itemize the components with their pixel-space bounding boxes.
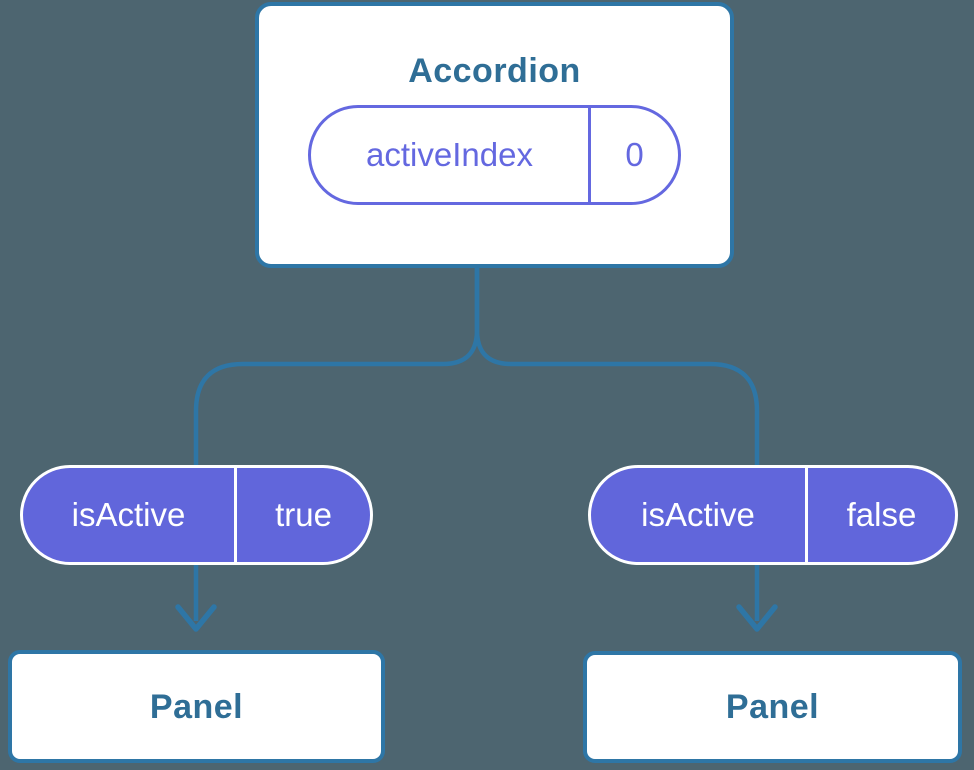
state-pill-activeindex: activeIndex 0	[308, 105, 681, 205]
panel-node-right: Panel	[583, 651, 962, 763]
prop-pill-isactive-right: isActive false	[588, 465, 958, 565]
prop-pill-isactive-left: isActive true	[20, 465, 373, 565]
state-value-label: 0	[588, 108, 678, 202]
state-name-label: activeIndex	[366, 136, 533, 173]
prop-name-label: isActive	[71, 496, 186, 533]
accordion-node: Accordion activeIndex 0	[255, 2, 734, 268]
panel-node-title: Panel	[149, 687, 244, 726]
arrow-down-icon-right	[736, 604, 778, 632]
prop-value-label: true	[234, 468, 370, 562]
accordion-node-title: Accordion	[408, 52, 581, 90]
arrow-down-icon-left	[175, 604, 217, 632]
prop-value-label: false	[805, 468, 955, 562]
prop-name-label: isActive	[641, 496, 755, 533]
branch-line-right	[474, 264, 760, 621]
panel-node-title: Panel	[725, 688, 820, 726]
branch-line-left	[193, 264, 480, 621]
panel-node-left: Panel	[8, 650, 385, 763]
